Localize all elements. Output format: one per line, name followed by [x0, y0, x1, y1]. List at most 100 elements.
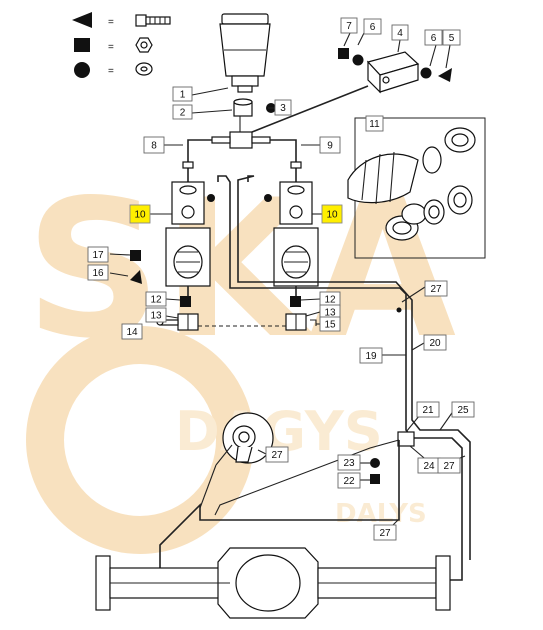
- callout-number: 19: [365, 351, 377, 362]
- cup-seals: [385, 185, 473, 241]
- callout-c12a: 12: [145, 291, 167, 307]
- callout-box: [321, 204, 343, 224]
- callout-c6b: 6: [424, 29, 443, 46]
- callout-box: [424, 280, 448, 297]
- callout-number: 3: [280, 103, 286, 114]
- callout-box: [172, 104, 193, 120]
- callout-number: 13: [324, 308, 336, 319]
- callout-box: [424, 29, 443, 46]
- junction-block: [397, 431, 415, 447]
- brake-pipe-20: [237, 175, 471, 560]
- callout-number: 11: [369, 119, 380, 130]
- callout-c4: 4: [391, 24, 409, 41]
- watermark-brand-sub: DALYS: [335, 499, 427, 529]
- callout-number: 4: [397, 28, 403, 39]
- legend-equals-2: =: [108, 42, 114, 53]
- callout-number: 17: [92, 250, 104, 261]
- line-fitting-right: [290, 161, 302, 169]
- callout-c23: 23: [337, 454, 361, 471]
- connector-washer-right: [264, 194, 272, 202]
- callout-c10b: 10: [321, 204, 343, 224]
- callout-c12b: 12: [319, 291, 341, 307]
- callout-c24: 24: [417, 457, 441, 474]
- callout-number: 2: [180, 108, 186, 119]
- washer-6b: [420, 67, 432, 79]
- callout-box: [442, 29, 461, 46]
- callout-number: 27: [379, 528, 391, 539]
- bolt-icon: [135, 14, 171, 27]
- callout-box: [437, 457, 461, 474]
- legend-equals-3: =: [108, 66, 114, 77]
- nut-icon: [135, 37, 153, 53]
- callout-box: [319, 316, 341, 332]
- callout-number: 5: [449, 33, 455, 44]
- callout-box: [265, 446, 289, 463]
- callout-number: 6: [431, 33, 437, 44]
- callout-number: 12: [150, 295, 162, 306]
- rear-flex-line: [214, 439, 400, 516]
- callout-c8: 8: [143, 136, 165, 154]
- callout-box: [373, 524, 397, 541]
- hardware-legend: = = =: [72, 12, 171, 78]
- legend-circle-icon: [74, 62, 90, 78]
- callout-c1: 1: [172, 86, 193, 102]
- callout-box: [87, 264, 109, 281]
- callout-box: [121, 323, 143, 340]
- callout-c9: 9: [319, 136, 341, 154]
- callout-number: 15: [324, 320, 336, 331]
- callout-number: 10: [326, 210, 338, 221]
- callout-box: [423, 334, 447, 351]
- bolt-16: [130, 270, 142, 284]
- callout-c15: 15: [319, 316, 341, 332]
- callout-box: [337, 454, 361, 471]
- circlip-ring: [422, 146, 442, 174]
- nut-12a: [180, 296, 191, 307]
- rubber-boot: [347, 151, 419, 205]
- legend-square-icon: [74, 38, 90, 52]
- piston-seal-top: [444, 127, 476, 153]
- callout-number: 23: [343, 458, 355, 469]
- callout-box: [359, 347, 383, 364]
- callout-box: [337, 472, 361, 489]
- callout-number: 6: [370, 22, 376, 33]
- callout-number: 20: [429, 338, 441, 349]
- pipe-clip: [396, 307, 402, 313]
- watermark: SKA DAGYS DALYS: [25, 159, 456, 554]
- callout-number: 7: [346, 21, 352, 32]
- clevis-right: [285, 313, 307, 331]
- callout-c10a: 10: [129, 204, 151, 224]
- callout-c25: 25: [451, 401, 475, 418]
- line-fitting-left: [182, 161, 194, 169]
- callout-number: 10: [134, 210, 146, 221]
- reservoir-adapter: [233, 98, 253, 117]
- callout-c7: 7: [340, 17, 358, 34]
- callout-box: [172, 86, 193, 102]
- pressure-switch-line: [251, 85, 369, 133]
- callout-c27b: 27: [437, 457, 461, 474]
- callout-box: [274, 99, 292, 116]
- callout-box: [87, 246, 109, 263]
- callout-c16: 16: [87, 264, 109, 281]
- callout-number: 9: [327, 141, 333, 152]
- bolt-5: [438, 68, 452, 82]
- callout-number: 16: [92, 268, 104, 279]
- callout-number: 1: [180, 90, 186, 101]
- callout-number: 22: [343, 476, 355, 487]
- callout-c6a: 6: [363, 18, 382, 35]
- connector-washer-left: [207, 194, 215, 202]
- washer-6a: [352, 54, 364, 66]
- callout-number: 27: [443, 461, 455, 472]
- callout-number: 27: [271, 450, 283, 461]
- callout-box: [129, 204, 151, 224]
- legend-equals-1: =: [108, 17, 114, 28]
- callout-c2: 2: [172, 104, 193, 120]
- brake-line-8: [187, 139, 212, 182]
- master-cylinder-right: [273, 181, 319, 300]
- callout-box: [145, 291, 167, 307]
- callout-number: 24: [423, 461, 435, 472]
- callout-number: 27: [430, 284, 442, 295]
- callout-c13a: 13: [145, 307, 167, 323]
- nut-7: [338, 48, 349, 59]
